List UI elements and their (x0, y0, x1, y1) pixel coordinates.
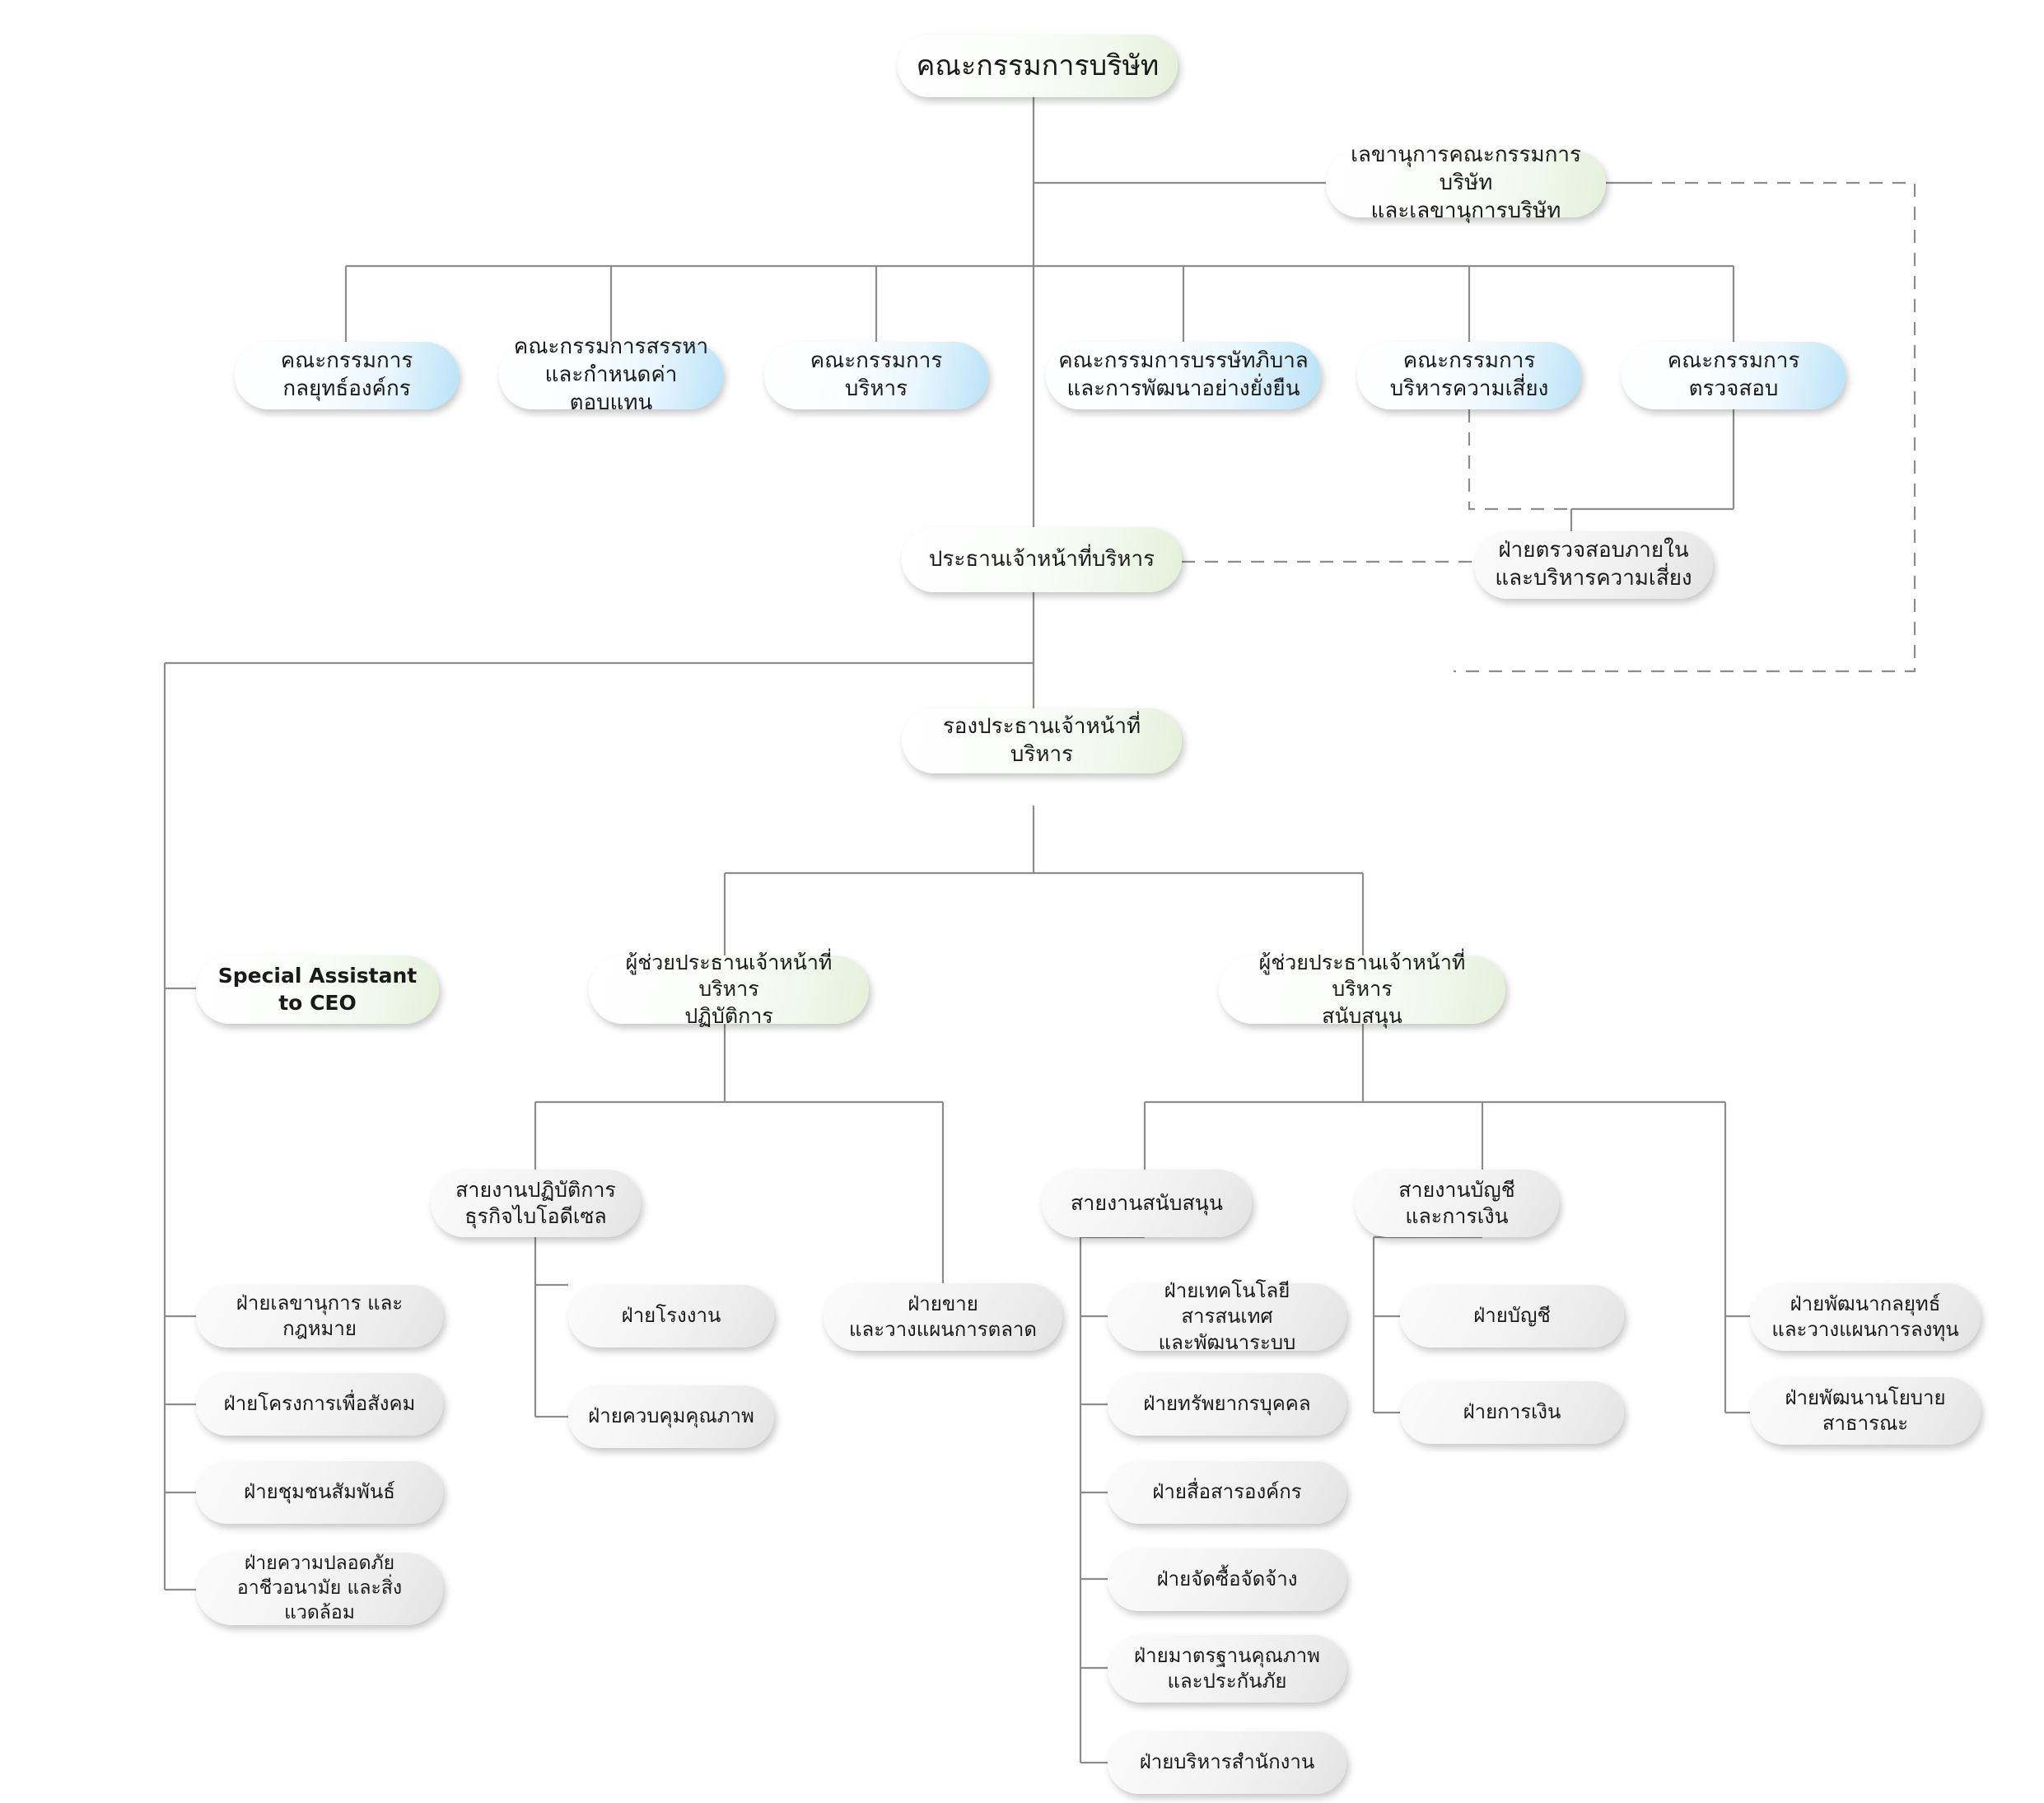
node-dept-strategy-investment-planning[interactable]: ฝ่ายพัฒนากลยุทธ์ และวางแผนการลงทุน (1750, 1283, 1981, 1351)
node-dept-sales-marketing-planning[interactable]: ฝ่ายขาย และวางแผนการตลาด (824, 1283, 1062, 1351)
node-dept-accounting[interactable]: ฝ่ายบัญชี (1400, 1285, 1624, 1348)
node-deputy-ceo[interactable]: รองประธานเจ้าหน้าที่บริหาร (902, 708, 1182, 773)
node-dept-community-relations[interactable]: ฝ่ายชุมชนสัมพันธ์ (196, 1461, 443, 1524)
node-company-secretary[interactable]: เลขานุการคณะกรรมการบริษัท และเลขานุการบร… (1326, 142, 1606, 223)
node-committee-nomination-remuneration[interactable]: คณะกรรมการสรรหา และกำหนดค่าตอบแทน (499, 334, 723, 415)
node-committee-audit[interactable]: คณะกรรมการ ตรวจสอบ (1622, 342, 1846, 409)
node-division-accounting-finance[interactable]: สายงานบัญชี และการเงิน (1355, 1170, 1559, 1237)
node-division-support[interactable]: สายงานสนับสนุน (1042, 1170, 1252, 1237)
node-dept-corporate-communications[interactable]: ฝ่ายสื่อสารองค์กร (1108, 1461, 1346, 1524)
node-internal-audit-risk[interactable]: ฝ่ายตรวจสอบภายใน และบริหารความเสี่ยง (1474, 531, 1713, 599)
node-committee-corporate-strategy[interactable]: คณะกรรมการ กลยุทธ์องค์กร (235, 342, 459, 409)
node-assistant-ceo-support[interactable]: ผู้ช่วยประธานเจ้าหน้าที่บริหาร สนับสนุน (1219, 951, 1505, 1028)
node-board-of-directors[interactable]: คณะกรรมการบริษัท (898, 35, 1178, 97)
node-dept-public-policy-development[interactable]: ฝ่ายพัฒนานโยบาย สาธารณะ (1750, 1377, 1981, 1445)
node-assistant-ceo-operations[interactable]: ผู้ช่วยประธานเจ้าหน้าที่บริหาร ปฏิบัติกา… (589, 951, 869, 1028)
node-special-assistant-to-ceo[interactable]: Special Assistant to CEO (196, 955, 439, 1024)
node-ceo[interactable]: ประธานเจ้าหน้าที่บริหาร (902, 527, 1182, 592)
node-dept-plant[interactable]: ฝ่ายโรงงาน (568, 1285, 774, 1348)
node-dept-finance[interactable]: ฝ่ายการเงิน (1400, 1381, 1624, 1444)
node-division-biodiesel-operations[interactable]: สายงานปฏิบัติการ ธุรกิจไบโอดีเซล (431, 1170, 641, 1237)
node-dept-procurement[interactable]: ฝ่ายจัดซื้อจัดจ้าง (1108, 1548, 1346, 1611)
node-dept-secretariat-legal[interactable]: ฝ่ายเลขานุการ และ กฎหมาย (196, 1285, 443, 1348)
node-committee-governance-sustainability[interactable]: คณะกรรมการบรรษัทภิบาล และการพัฒนาอย่างยั… (1046, 342, 1321, 409)
node-dept-human-resources[interactable]: ฝ่ายทรัพยากรบุคคล (1108, 1373, 1346, 1436)
node-dept-it-system-development[interactable]: ฝ่ายเทคโนโลยีสารสนเทศ และพัฒนาระบบ (1108, 1279, 1346, 1354)
node-committee-executive[interactable]: คณะกรรมการ บริหาร (764, 342, 988, 409)
node-committee-risk-management[interactable]: คณะกรรมการ บริหารความเสี่ยง (1357, 342, 1581, 409)
node-dept-safety-health-environment[interactable]: ฝ่ายความปลอดภัย อาชีวอนามัย และสิ่งแวดล้… (196, 1553, 443, 1625)
node-dept-quality-control[interactable]: ฝ่ายควบคุมคุณภาพ (568, 1385, 774, 1448)
node-dept-social-projects[interactable]: ฝ่ายโครงการเพื่อสังคม (196, 1373, 443, 1436)
node-dept-office-administration[interactable]: ฝ่ายบริหารสำนักงาน (1108, 1731, 1346, 1794)
node-dept-quality-standard-insurance[interactable]: ฝ่ายมาตรฐานคุณภาพ และประกันภัย (1108, 1635, 1346, 1703)
